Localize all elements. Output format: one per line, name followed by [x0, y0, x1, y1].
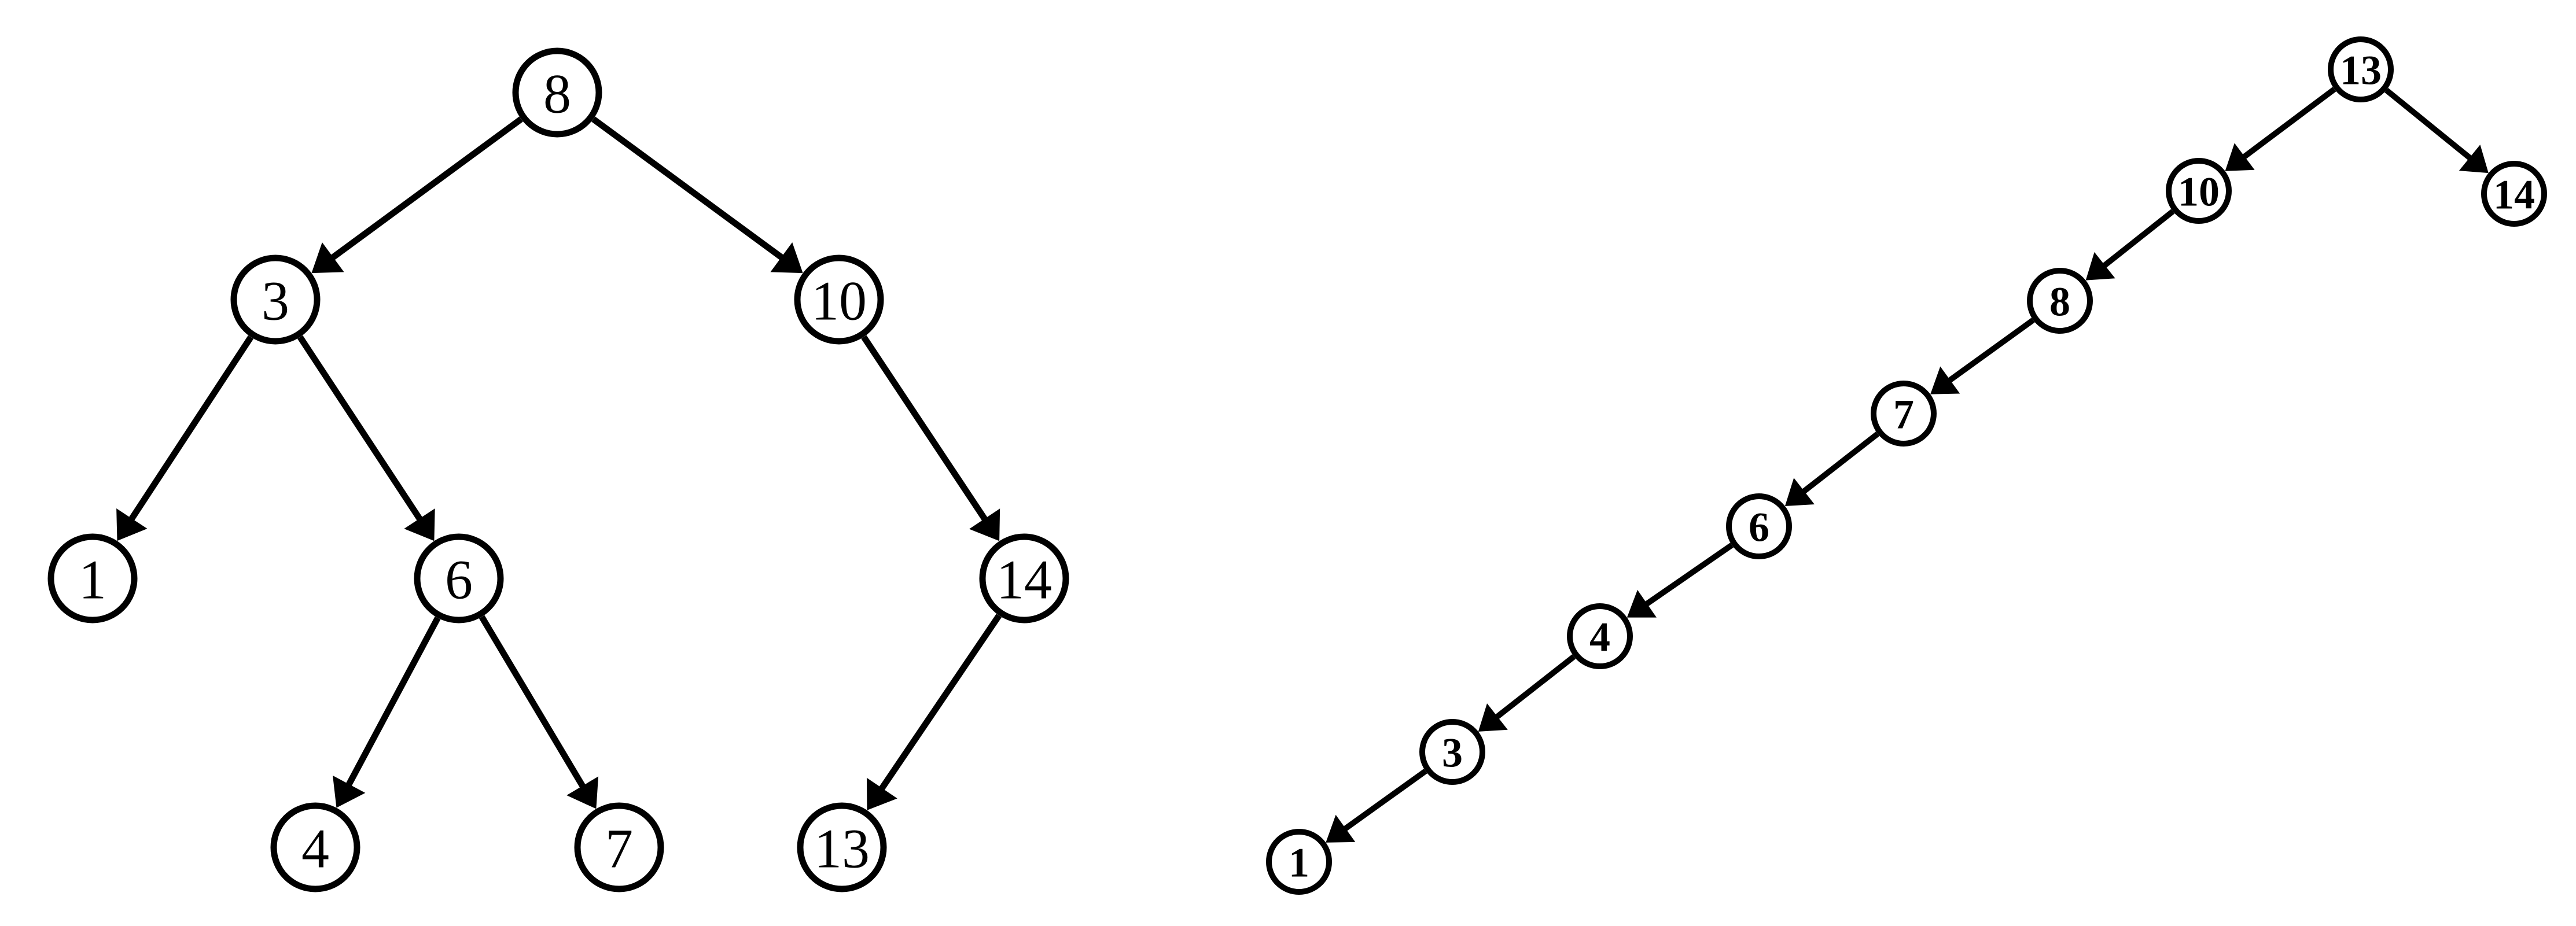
edge-6-to-4	[1643, 543, 1734, 608]
node-13: 13	[2328, 36, 2394, 102]
node-13: 13	[797, 802, 887, 892]
edge-4-to-3	[1493, 654, 1576, 721]
node-label: 14	[996, 548, 1052, 610]
node-7: 7	[574, 802, 664, 892]
node-label: 3	[1442, 729, 1463, 776]
node-circle	[414, 533, 504, 624]
graph-balanced-binary-search-tree: 8 3 10 1 6 14 4 7 13	[47, 47, 1069, 892]
node-label: 3	[262, 270, 289, 331]
node-circle	[979, 533, 1069, 624]
node-circle	[512, 47, 602, 138]
edge-8-to-10	[591, 116, 786, 261]
node-3: 3	[1419, 719, 1485, 785]
edge-6-to-4	[345, 616, 441, 788]
node-1: 1	[47, 533, 138, 624]
arrowhead-10-to-14	[969, 508, 1000, 541]
arrowhead-13-to-10	[2225, 143, 2255, 171]
node-circle	[2166, 158, 2232, 224]
node-circle	[230, 254, 321, 345]
node-circle	[1871, 381, 1937, 447]
node-8: 8	[512, 47, 602, 138]
node-circle	[574, 802, 664, 892]
arrowhead-6-to-4	[1626, 589, 1657, 618]
node-label: 8	[2049, 278, 2070, 324]
node-circle	[2481, 161, 2547, 227]
node-label: 4	[1589, 614, 1610, 660]
node-circle	[2328, 36, 2394, 102]
edge-10-to-14	[861, 335, 989, 523]
arrowhead-6-to-4	[333, 775, 366, 808]
node-label: 1	[79, 548, 106, 610]
node-1: 1	[1266, 829, 1332, 895]
node-circle	[1726, 493, 1792, 559]
edge-6-to-7	[479, 615, 587, 790]
edge-13-to-10	[2240, 87, 2336, 161]
node-6: 6	[414, 533, 504, 624]
node-label: 14	[2493, 171, 2535, 217]
node-4: 4	[270, 802, 360, 892]
arrowhead-6-to-7	[566, 776, 599, 809]
edge-10-to-8	[2101, 209, 2175, 270]
node-label: 7	[605, 817, 633, 879]
node-label: 10	[811, 270, 867, 331]
arrowhead-8-to-3	[311, 242, 344, 274]
node-6: 6	[1726, 493, 1792, 559]
node-circle	[794, 254, 884, 345]
edge-13-to-14	[2384, 88, 2474, 162]
node-label: 7	[1893, 391, 1914, 437]
node-label: 10	[2178, 168, 2220, 215]
arrowhead-14-to-13	[866, 777, 897, 810]
graph-degenerate-left-leaning-tree: 13 10 14 8 7 6 4 3 1	[1266, 36, 2547, 895]
edge-8-to-7	[1946, 318, 2035, 384]
node-10: 10	[794, 254, 884, 345]
node-4: 4	[1567, 603, 1633, 669]
edge-7-to-6	[1800, 431, 1880, 495]
node-7: 7	[1871, 381, 1937, 447]
arrowhead-8-to-7	[1930, 366, 1960, 394]
edge-3-to-1	[1342, 769, 1427, 832]
node-14: 14	[2481, 161, 2547, 227]
arrowhead-8-to-10	[770, 242, 803, 274]
edge-3-to-6	[297, 335, 424, 523]
arrowhead-3-to-1	[1326, 814, 1356, 843]
node-14: 14	[979, 533, 1069, 624]
node-circle	[1567, 603, 1633, 669]
edge-14-to-13	[878, 614, 1002, 792]
edge-8-to-3	[329, 116, 523, 261]
arrowhead-3-to-1	[116, 508, 148, 541]
node-circle	[1419, 719, 1485, 785]
edge-3-to-1	[127, 335, 254, 523]
arrowhead-10-to-8	[2085, 252, 2115, 281]
node-3: 3	[230, 254, 321, 345]
node-label: 6	[445, 548, 473, 610]
node-10: 10	[2166, 158, 2232, 224]
node-label: 4	[301, 817, 329, 879]
node-circle	[270, 802, 360, 892]
node-circle	[1266, 829, 1332, 895]
arrowhead-3-to-6	[404, 508, 435, 541]
node-label: 8	[543, 62, 571, 124]
node-label: 13	[814, 817, 870, 879]
node-label: 1	[1289, 839, 1309, 886]
arrowhead-13-to-14	[2459, 145, 2489, 174]
arrowhead-7-to-6	[1784, 478, 1815, 506]
node-circle	[797, 802, 887, 892]
node-label: 13	[2340, 47, 2382, 93]
node-label: 6	[1749, 504, 1769, 550]
node-circle	[47, 533, 138, 624]
arrowhead-4-to-3	[1478, 703, 1508, 732]
node-circle	[2027, 268, 2093, 334]
node-8: 8	[2027, 268, 2093, 334]
